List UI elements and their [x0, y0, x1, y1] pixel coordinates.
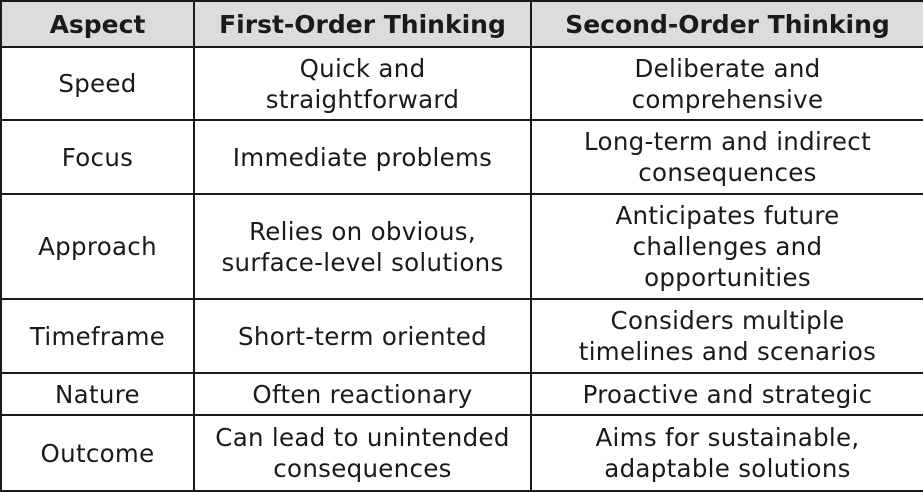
table-row: Outcome Can lead to unintended consequen… [0, 414, 923, 492]
second-order-cell: Deliberate and comprehensive [530, 46, 923, 121]
first-order-cell: Immediate problems [193, 119, 532, 195]
cell-line: Immediate problems [232, 142, 493, 172]
table-row: Nature Often reactionary Proactive and s… [0, 372, 923, 416]
cell-line: opportunities [644, 263, 811, 292]
cell-line: surface-level solutions [221, 247, 504, 277]
aspect-cell: Focus [0, 119, 195, 195]
cell-line: comprehensive [631, 84, 824, 114]
cell-line: Often reactionary [252, 379, 473, 409]
second-order-cell: Anticipates future challenges and opport… [530, 193, 923, 300]
cell-line: Can lead to unintended [215, 423, 510, 452]
cell-line: timelines and scenarios [578, 337, 877, 366]
cell-line: Anticipates future [615, 201, 840, 230]
cell-line: straightforward [265, 84, 460, 114]
cell-line: consequences [638, 158, 817, 187]
first-order-cell: Can lead to unintended consequences [193, 414, 532, 492]
second-order-cell: Aims for sustainable, adaptable solution… [530, 414, 923, 492]
second-order-cell: Long-term and indirect consequences [530, 119, 923, 195]
second-order-cell: Considers multiple timelines and scenari… [530, 298, 923, 374]
cell-line: Deliberate and [634, 53, 821, 83]
header-first-order: First-Order Thinking [193, 0, 532, 48]
cell-line: Considers multiple [610, 306, 845, 335]
second-order-cell: Proactive and strategic [530, 372, 923, 416]
first-order-cell: Short-term oriented [193, 298, 532, 374]
first-order-cell: Often reactionary [193, 372, 532, 416]
header-row: Aspect First-Order Thinking Second-Order… [0, 0, 923, 48]
cell-line: Short-term oriented [238, 321, 487, 351]
cell-line: consequences [273, 454, 452, 483]
aspect-cell: Outcome [0, 414, 195, 492]
cell-line: challenges and [632, 232, 823, 261]
cell-line: Aims for sustainable, [595, 423, 860, 452]
cell-line: Relies on obvious, [249, 216, 476, 246]
aspect-cell: Speed [0, 46, 195, 121]
table-row: Focus Immediate problems Long-term and i… [0, 119, 923, 195]
table-row: Timeframe Short-term oriented Considers … [0, 298, 923, 374]
cell-line: Long-term and indirect [584, 127, 871, 156]
aspect-cell: Approach [0, 193, 195, 300]
first-order-cell: Quick and straightforward [193, 46, 532, 121]
cell-line: Quick and [299, 53, 426, 83]
header-second-order: Second-Order Thinking [530, 0, 923, 48]
header-aspect: Aspect [0, 0, 195, 48]
cell-line: Proactive and strategic [582, 379, 873, 409]
aspect-cell: Nature [0, 372, 195, 416]
aspect-cell: Timeframe [0, 298, 195, 374]
first-order-cell: Relies on obvious, surface-level solutio… [193, 193, 532, 300]
cell-line: adaptable solutions [604, 454, 851, 483]
table-row: Approach Relies on obvious, surface-leve… [0, 193, 923, 300]
table-row: Speed Quick and straightforward Delibera… [0, 46, 923, 121]
